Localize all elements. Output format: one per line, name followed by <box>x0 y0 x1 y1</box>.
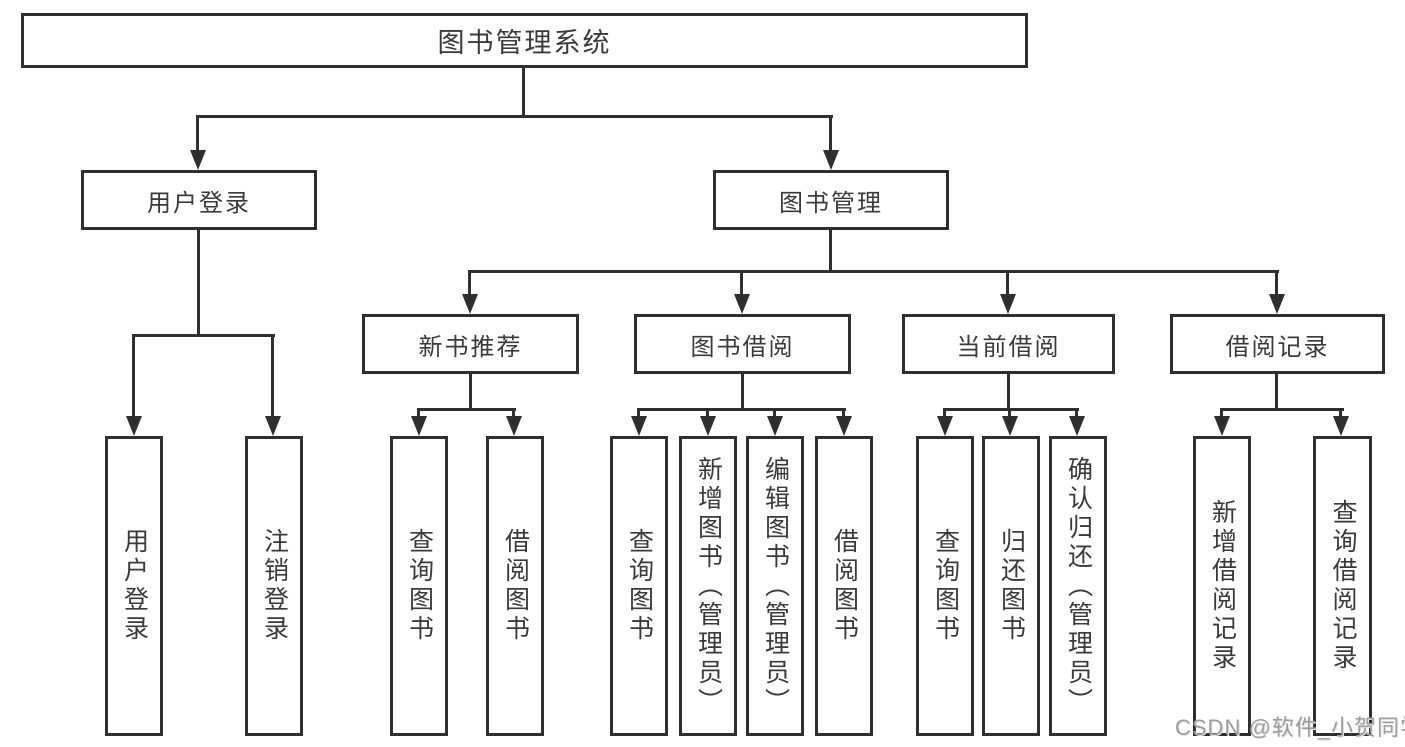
connector-to-current-borrow <box>1006 270 1009 298</box>
connector-borrow-records-stub <box>1275 374 1278 411</box>
leaf-confirm-return-admin: 确认归还（管理员） <box>1049 436 1107 736</box>
leaf-add-borrow-record: 新增借阅记录 <box>1193 436 1251 736</box>
arrow-down-icon <box>767 416 783 436</box>
connector-current-borrow-stub <box>1007 374 1010 411</box>
node-system-root-label: 图书管理系统 <box>437 28 612 58</box>
connector-current-borrow-branch <box>943 408 1079 411</box>
arrow-down-icon <box>506 416 522 436</box>
leaf-add-borrow-record-label: 新增借阅记录 <box>1208 499 1237 673</box>
leaf-query-borrow-record: 查询借阅记录 <box>1313 436 1372 736</box>
leaf-query-books-borrow: 查询图书 <box>610 436 668 736</box>
arrow-down-icon <box>836 416 852 436</box>
connector-book-borrow-stub <box>741 374 744 411</box>
arrow-down-icon <box>700 416 716 436</box>
connector-to-leaf <box>417 408 420 422</box>
connector-new-book-recommend-stub <box>469 374 472 411</box>
node-current-borrow: 当前借阅 <box>902 314 1115 374</box>
arrow-down-icon <box>126 416 142 436</box>
leaf-query-books-current: 查询图书 <box>916 436 974 736</box>
connector-to-leaf <box>1220 408 1223 422</box>
csdn-watermark: CSDN @软件_小贺同学 <box>1175 715 1405 740</box>
arrow-down-icon <box>1269 294 1285 314</box>
node-book-borrow-label: 图书借阅 <box>690 333 795 361</box>
node-new-book-recommend: 新书推荐 <box>362 314 579 374</box>
leaf-query-books-current-label: 查询图书 <box>931 528 960 644</box>
leaf-logout-label: 注销登录 <box>260 528 289 644</box>
connector-to-leaf <box>637 408 640 422</box>
node-book-management: 图书管理 <box>713 170 949 230</box>
arrow-down-icon <box>411 416 427 436</box>
connector-user-login-branch <box>132 334 275 337</box>
leaf-edit-book-admin: 编辑图书（管理员） <box>746 436 804 736</box>
connector-book-management-branch <box>468 270 1279 273</box>
leaf-logout: 注销登录 <box>245 436 303 736</box>
leaf-query-books-recommend: 查询图书 <box>390 436 448 736</box>
node-system-root: 图书管理系统 <box>21 13 1028 68</box>
connector-book-management-stub <box>829 230 832 273</box>
arrow-down-icon <box>190 150 206 170</box>
leaf-borrow-books-recommend: 借阅图书 <box>486 436 544 736</box>
connector-to-leaf <box>706 408 709 422</box>
connector-to-leaf <box>943 408 946 422</box>
node-borrow-records: 借阅记录 <box>1170 314 1385 374</box>
node-user-login-label: 用户登录 <box>147 189 251 217</box>
connector-to-borrow-records <box>1275 270 1278 298</box>
leaf-query-borrow-record-label: 查询借阅记录 <box>1329 499 1357 673</box>
arrow-down-icon <box>823 150 839 170</box>
node-current-borrow-label: 当前借阅 <box>956 333 1061 361</box>
node-book-borrow: 图书借阅 <box>634 314 851 374</box>
arrow-down-icon <box>462 294 478 314</box>
leaf-return-book: 归还图书 <box>982 436 1040 736</box>
connector-to-leaf-user-login <box>132 334 135 420</box>
arrow-down-icon <box>1000 294 1016 314</box>
arrow-down-icon <box>631 416 647 436</box>
leaf-borrow-books-recommend-label: 借阅图书 <box>501 528 530 644</box>
connector-root-branch <box>197 115 833 118</box>
leaf-return-book-label: 归还图书 <box>997 528 1026 644</box>
leaf-edit-book-admin-label: 编辑图书（管理员） <box>761 455 790 717</box>
arrow-down-icon <box>1069 416 1085 436</box>
connector-to-leaf-logout <box>271 334 274 420</box>
connector-to-leaf <box>842 408 845 422</box>
connector-new-book-recommend-branch <box>417 408 516 411</box>
leaf-user-login-label: 用户登录 <box>120 528 149 644</box>
connector-to-leaf <box>1339 408 1342 422</box>
leaf-add-book-admin: 新增图书（管理员） <box>679 436 737 736</box>
arrow-down-icon <box>1214 416 1230 436</box>
connector-user-login-stub <box>197 230 200 337</box>
connector-to-book-borrow <box>740 270 743 298</box>
leaf-add-book-admin-label: 新增图书（管理员） <box>694 455 723 717</box>
arrow-down-icon <box>937 416 953 436</box>
arrow-down-icon <box>265 416 281 436</box>
connector-to-leaf <box>773 408 776 422</box>
connector-to-leaf <box>512 408 515 422</box>
arrow-down-icon <box>1333 416 1349 436</box>
leaf-query-books-borrow-label: 查询图书 <box>625 528 654 644</box>
node-book-management-label: 图书管理 <box>779 189 883 217</box>
node-user-login: 用户登录 <box>81 170 317 230</box>
leaf-query-books-recommend-label: 查询图书 <box>405 528 434 644</box>
connector-to-book-management <box>829 115 832 155</box>
leaf-confirm-return-admin-label: 确认归还（管理员） <box>1064 455 1093 717</box>
leaf-borrow-books: 借阅图书 <box>815 436 873 736</box>
arrow-down-icon <box>1002 416 1018 436</box>
leaf-user-login: 用户登录 <box>105 436 163 736</box>
connector-to-leaf <box>1008 408 1011 422</box>
connector-borrow-records-branch <box>1220 408 1344 411</box>
node-borrow-records-label: 借阅记录 <box>1225 333 1330 361</box>
connector-to-new-book-recommend <box>468 270 471 298</box>
node-new-book-recommend-label: 新书推荐 <box>418 333 523 361</box>
arrow-down-icon <box>734 294 750 314</box>
connector-to-user-login <box>196 115 199 155</box>
connector-to-leaf <box>1075 408 1078 422</box>
connector-book-borrow-branch <box>637 408 846 411</box>
leaf-borrow-books-label: 借阅图书 <box>830 528 859 644</box>
connector-root-stub <box>522 68 525 117</box>
